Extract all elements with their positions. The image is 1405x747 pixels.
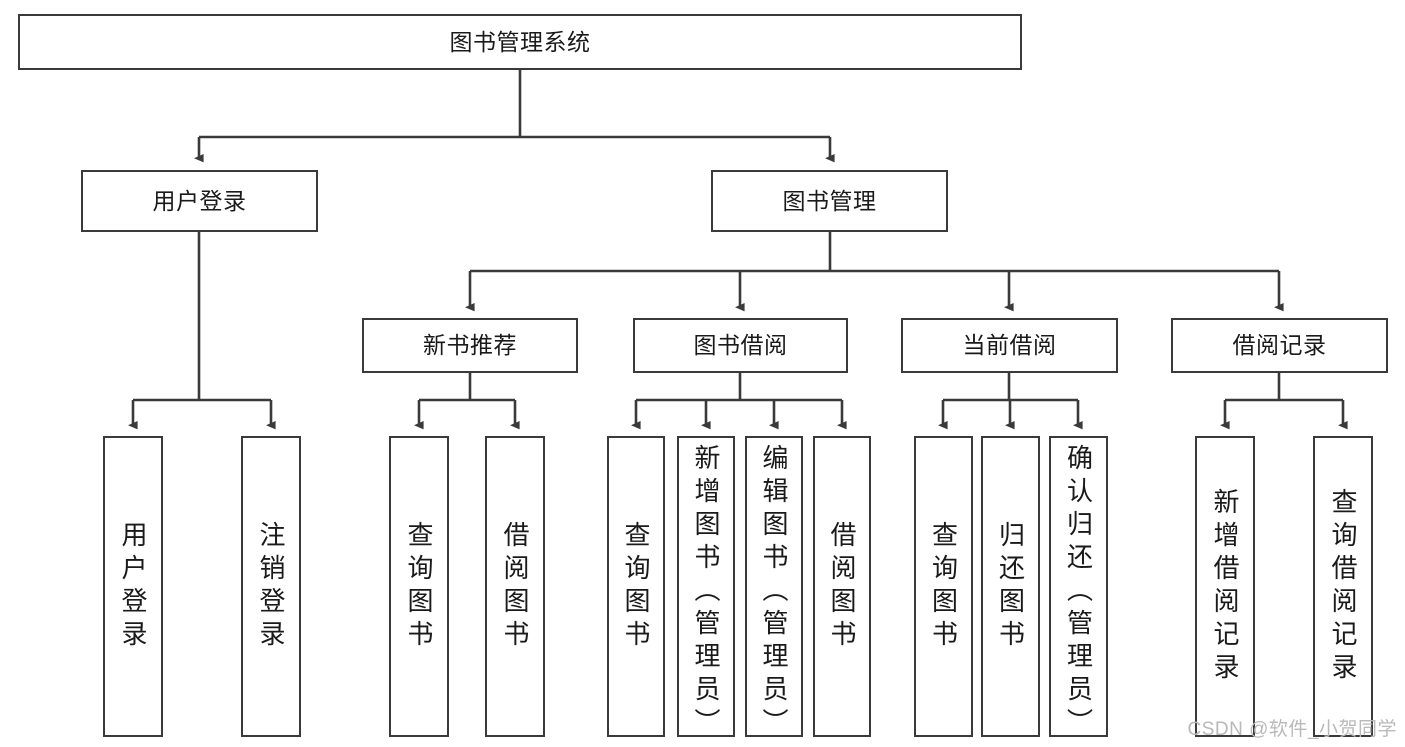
leaf-borrow-borrow-book-label: 借阅图书 <box>827 520 857 653</box>
leaf-borrow-add-book[interactable]: 新增图书（管理员） <box>677 436 735 741</box>
leaf-borrow-add-book-label: 新增图书（管理员） <box>691 444 721 741</box>
leaf-current-return-book[interactable]: 归还图书 <box>981 436 1040 737</box>
node-root-label: 图书管理系统 <box>449 28 591 55</box>
node-new-book-recommend[interactable]: 新书推荐 <box>362 318 578 373</box>
node-new-book-recommend-label: 新书推荐 <box>423 332 517 359</box>
leaf-newbook-query-book[interactable]: 查询图书 <box>389 436 449 737</box>
leaf-records-add-record[interactable]: 新增借阅记录 <box>1195 436 1255 737</box>
node-current-borrow-label: 当前借阅 <box>962 332 1057 359</box>
node-book-management-label: 图书管理 <box>782 187 877 214</box>
node-book-borrow-label: 图书借阅 <box>693 332 788 359</box>
node-book-management[interactable]: 图书管理 <box>711 170 948 232</box>
leaf-borrow-edit-book-label: 编辑图书（管理员） <box>759 444 789 741</box>
leaf-user-login-signin-label: 用户登录 <box>118 520 148 653</box>
leaf-current-confirm-return-label: 确认归还（管理员） <box>1063 444 1094 741</box>
leaf-borrow-query-book[interactable]: 查询图书 <box>607 436 665 737</box>
leaf-user-login-signin[interactable]: 用户登录 <box>103 436 163 737</box>
leaf-borrow-borrow-book[interactable]: 借阅图书 <box>813 436 871 737</box>
leaf-newbook-borrow-book-label: 借阅图书 <box>500 520 530 653</box>
leaf-user-login-signout[interactable]: 注销登录 <box>241 436 301 737</box>
leaf-current-query-book-label: 查询图书 <box>928 520 959 653</box>
node-borrow-records-label: 借阅记录 <box>1232 332 1327 359</box>
leaf-records-query-record-label: 查询借阅记录 <box>1328 487 1358 686</box>
node-root[interactable]: 图书管理系统 <box>18 14 1022 70</box>
leaf-newbook-borrow-book[interactable]: 借阅图书 <box>485 436 545 737</box>
leaf-records-query-record[interactable]: 查询借阅记录 <box>1313 436 1373 737</box>
watermark-text: CSDN @软件_小贺同学 <box>1187 719 1397 740</box>
leaf-records-add-record-label: 新增借阅记录 <box>1210 487 1240 686</box>
node-book-borrow[interactable]: 图书借阅 <box>633 318 848 373</box>
leaf-current-return-book-label: 归还图书 <box>995 520 1026 653</box>
node-current-borrow[interactable]: 当前借阅 <box>901 318 1118 373</box>
leaf-user-login-signout-label: 注销登录 <box>256 520 286 653</box>
leaf-current-confirm-return[interactable]: 确认归还（管理员） <box>1049 436 1108 741</box>
leaf-newbook-query-book-label: 查询图书 <box>404 520 434 653</box>
node-user-login[interactable]: 用户登录 <box>81 170 318 232</box>
node-user-login-label: 用户登录 <box>152 187 247 214</box>
leaf-current-query-book[interactable]: 查询图书 <box>914 436 973 737</box>
node-borrow-records[interactable]: 借阅记录 <box>1171 318 1388 373</box>
leaf-borrow-edit-book[interactable]: 编辑图书（管理员） <box>745 436 803 741</box>
leaf-borrow-query-book-label: 查询图书 <box>621 520 651 653</box>
